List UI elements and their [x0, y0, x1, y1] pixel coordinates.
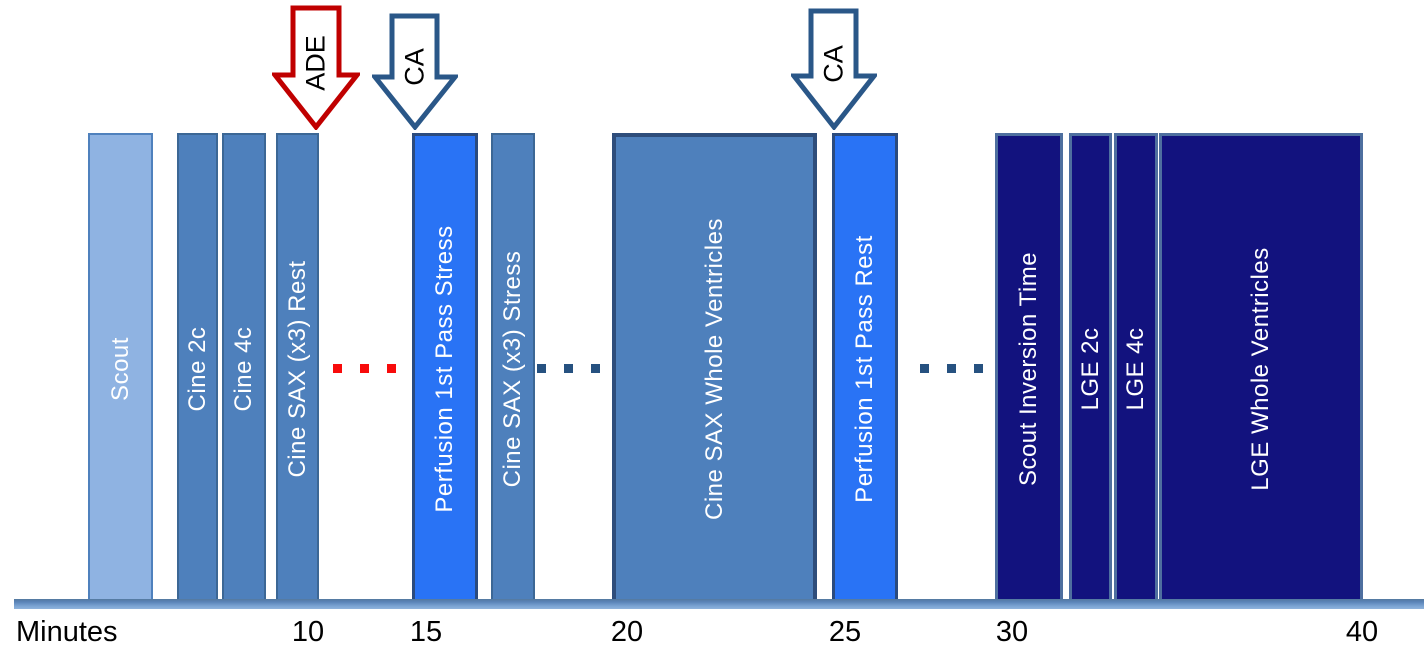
dot: [537, 364, 546, 373]
blue-dotted-separator: [537, 364, 600, 373]
bar-label: Cine SAX (x3) Rest: [283, 259, 311, 478]
dot: [947, 364, 956, 373]
bar-perfusion-stress: Perfusion 1st Pass Stress: [412, 133, 478, 604]
ca-event-arrow-stress: CA: [372, 13, 458, 130]
bar-label: Scout Inversion Time: [1015, 251, 1042, 486]
bar-label: Perfusion 1st Pass Stress: [431, 224, 458, 513]
tick-15: 15: [409, 616, 443, 648]
dot: [360, 364, 369, 373]
bar-label: LGE 2c: [1076, 326, 1104, 411]
ca-event-arrow-rest: CA: [791, 8, 877, 130]
bar-label: Perfusion 1st Pass Rest: [851, 234, 878, 503]
bar-lge-whole-ventricles: LGE Whole Ventricles: [1159, 133, 1363, 604]
down-arrow-icon: [272, 5, 360, 130]
dot: [974, 364, 983, 373]
tick-30: 30: [995, 616, 1029, 648]
dot: [333, 364, 342, 373]
red-dotted-separator: [333, 364, 396, 373]
dot: [387, 364, 396, 373]
bar-cine-sax-rest: Cine SAX (x3) Rest: [276, 133, 319, 604]
down-arrow-icon: [372, 13, 458, 130]
tick-20: 20: [610, 616, 644, 648]
bar-perfusion-rest: Perfusion 1st Pass Rest: [832, 133, 898, 604]
bar-scout-inversion-time: Scout Inversion Time: [995, 133, 1063, 604]
tick-10: 10: [291, 616, 325, 648]
axis-unit-label: Minutes: [16, 616, 118, 648]
bar-lge-2c: LGE 2c: [1069, 133, 1112, 604]
bar-label: Cine 4c: [230, 326, 257, 411]
time-axis: [14, 599, 1424, 609]
dot: [564, 364, 573, 373]
dot: [591, 364, 600, 373]
tick-40: 40: [1345, 616, 1379, 648]
bar-cine-4c: Cine 4c: [222, 133, 266, 604]
bar-cine-sax-stress: Cine SAX (x3) Stress: [491, 133, 535, 604]
bar-label: Cine 2c: [183, 326, 211, 411]
bar-cine-sax-whole-ventricles: Cine SAX Whole Ventricles: [612, 133, 817, 604]
tick-25: 25: [828, 616, 862, 648]
bar-label: Cine SAX (x3) Stress: [499, 250, 526, 487]
bar-lge-4c: LGE 4c: [1114, 133, 1158, 604]
blue-dotted-separator: [920, 364, 983, 373]
down-arrow-icon: [791, 8, 877, 130]
dot: [920, 364, 929, 373]
ade-event-arrow: ADE: [272, 5, 360, 130]
bar-label: Scout: [106, 336, 134, 401]
bar-cine-2c: Cine 2c: [177, 133, 218, 604]
ca-arrow-label: CA: [818, 45, 849, 83]
ade-arrow-label: ADE: [300, 34, 331, 91]
bar-label: Cine SAX Whole Ventricles: [700, 217, 728, 520]
bar-label: LGE 4c: [1122, 326, 1149, 411]
ca-arrow-label: CA: [399, 48, 430, 86]
bar-label: LGE Whole Ventricles: [1247, 246, 1274, 491]
bar-scout: Scout: [88, 133, 153, 604]
